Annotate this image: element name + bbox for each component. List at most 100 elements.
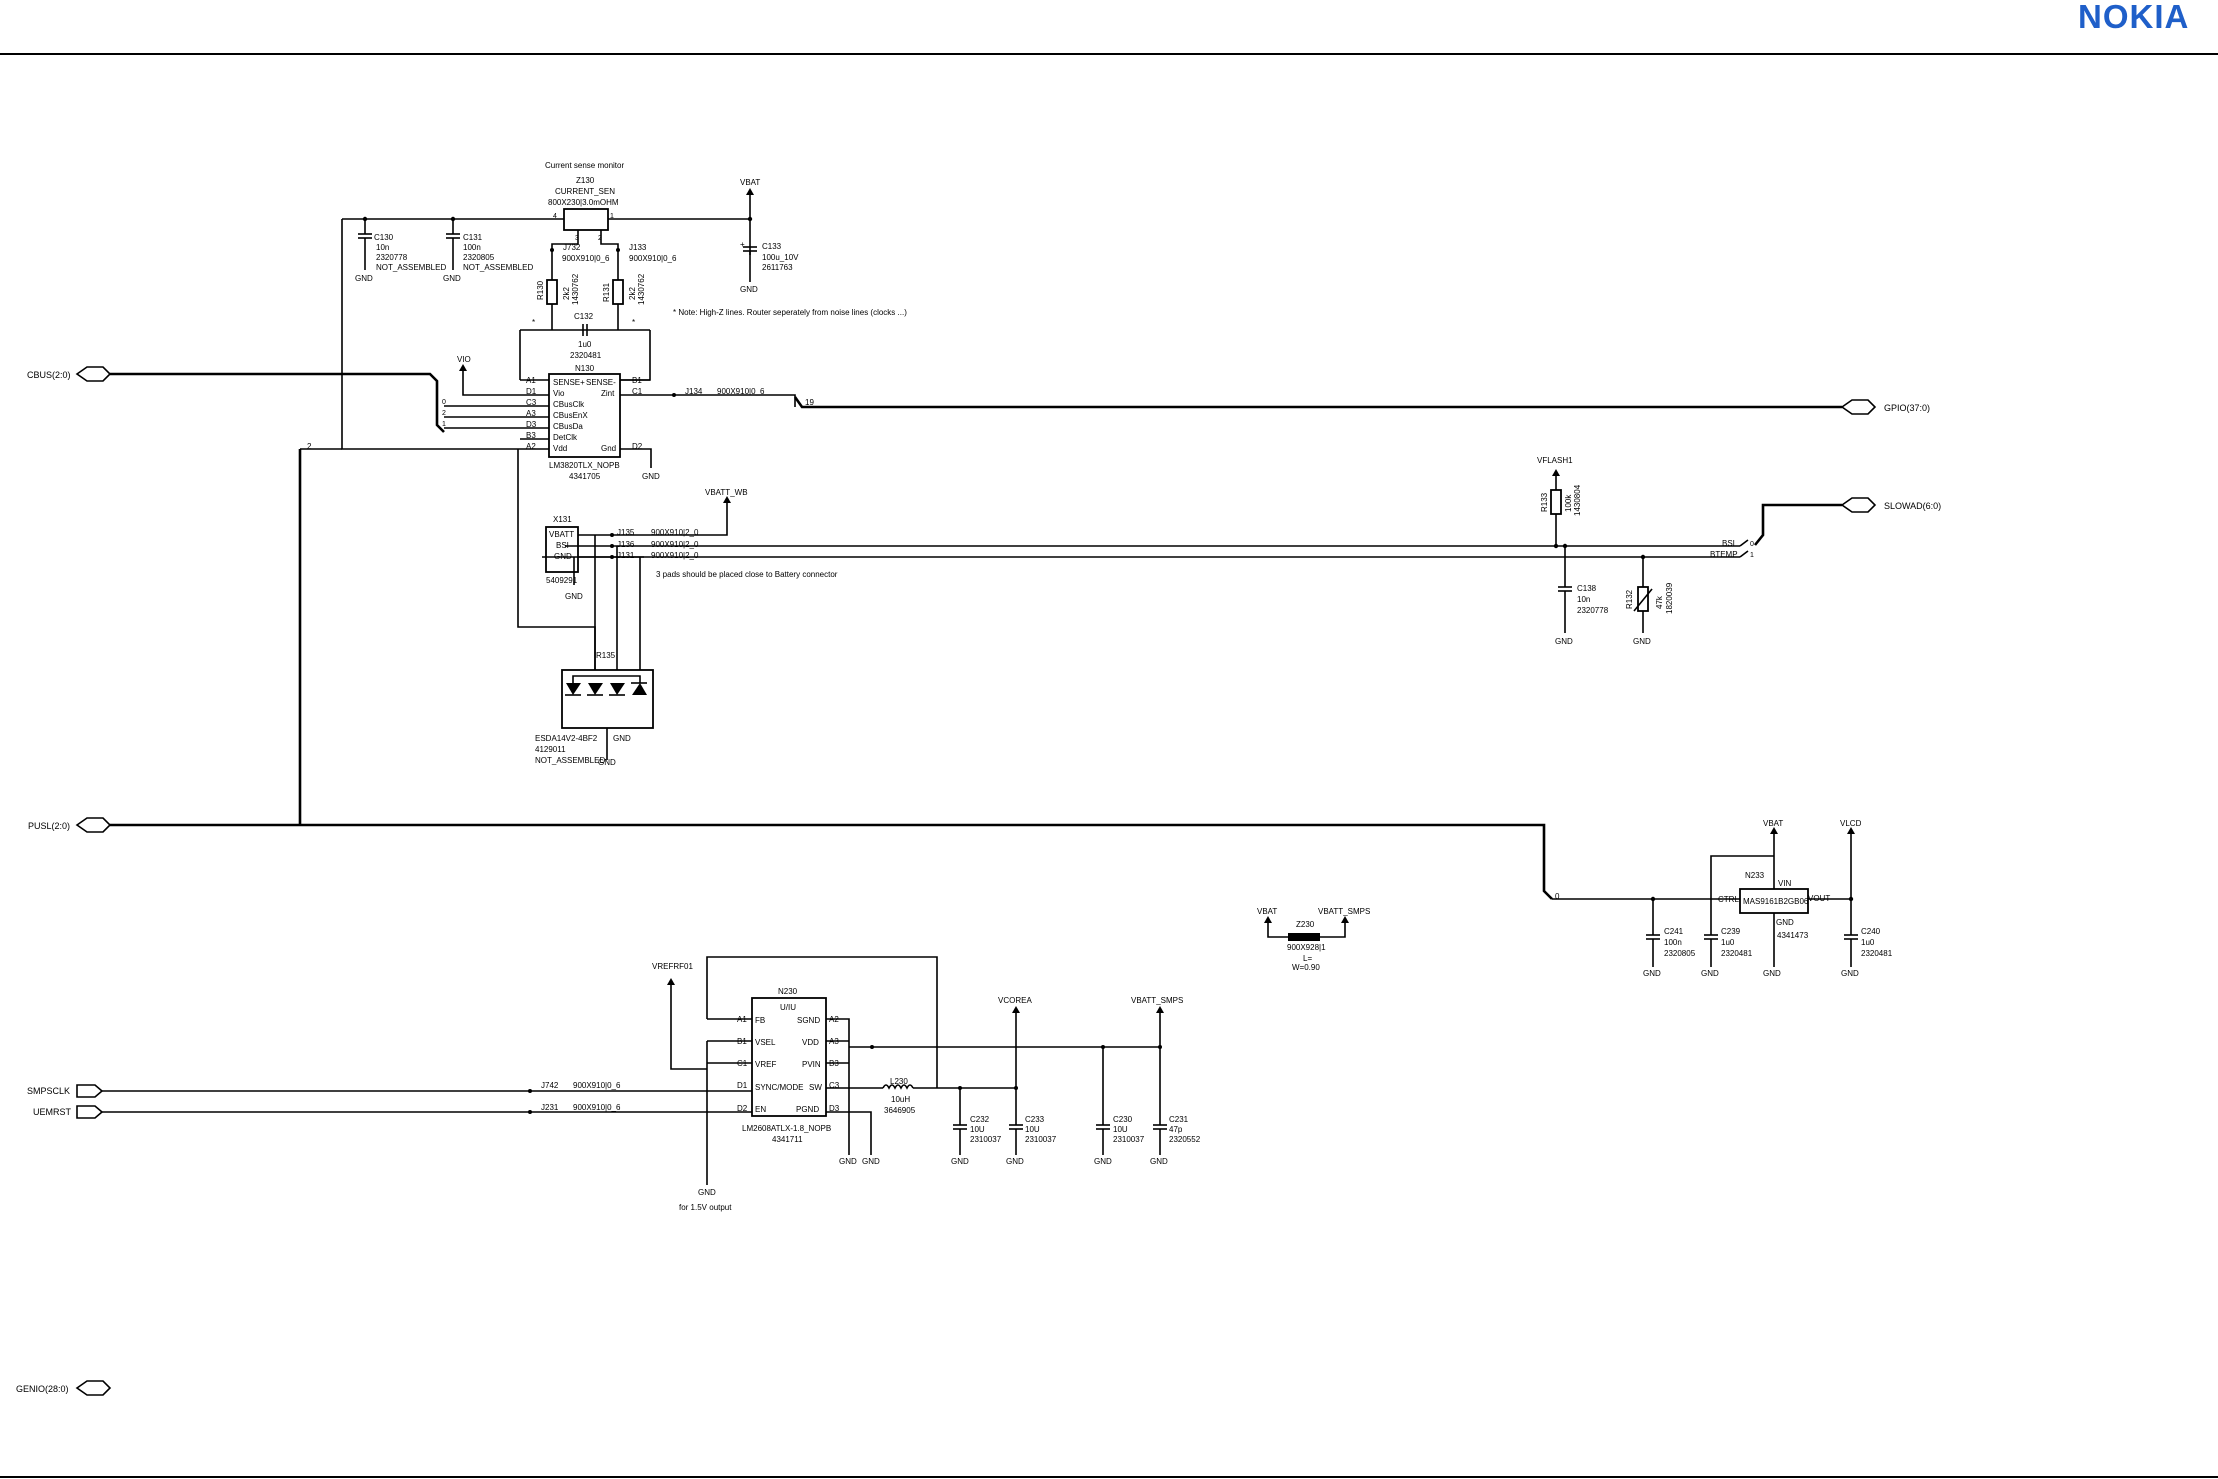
svg-text:2k2: 2k2: [628, 287, 637, 300]
rail-vcorea: VCOREA: [998, 996, 1032, 1005]
svg-text:900X910|0_6: 900X910|0_6: [573, 1081, 621, 1090]
capacitor-c130: C130 10n 2320778 NOT_ASSEMBLED GND: [355, 219, 446, 283]
resistor-r130: R130 2k2 1430762: [536, 273, 580, 330]
svg-text:J134: J134: [685, 387, 703, 396]
capacitor-c132: * * C132 2320481 1u0: [532, 312, 635, 360]
svg-text:900X910|0_6: 900X910|0_6: [629, 254, 677, 263]
bus-gpio: [793, 396, 1842, 409]
svg-text:100n: 100n: [1664, 938, 1682, 947]
svg-text:5409291: 5409291: [546, 576, 578, 585]
jumper-j131: J131 900X910|2_0: [617, 551, 699, 560]
jumper-j133: J133 900X910|0_6: [616, 243, 677, 263]
svg-text:SENSE-: SENSE-: [586, 378, 616, 387]
svg-text:Z230: Z230: [1296, 920, 1315, 929]
port-uemrst-label: UEMRST: [33, 1107, 72, 1117]
note-pads: 3 pads should be placed close to Battery…: [656, 570, 838, 579]
svg-text:1u0: 1u0: [578, 340, 592, 349]
svg-text:CBusEnX: CBusEnX: [553, 411, 588, 420]
rail-vbat-n233: VBAT: [1763, 819, 1783, 828]
top-rule: [0, 53, 2218, 55]
cbus-bit-2: 2: [442, 410, 446, 417]
svg-text:2611763: 2611763: [762, 263, 793, 272]
svg-text:MAS9161B2GB06: MAS9161B2GB06: [1743, 897, 1809, 906]
rail-vbatt-wb: VBATT_WB: [705, 488, 748, 497]
port-smpsclk-label: SMPSCLK: [27, 1086, 70, 1096]
svg-text:0: 0: [1555, 892, 1560, 901]
svg-text:U/IU: U/IU: [780, 1003, 796, 1012]
ic-n130: N130 SENSE+ SENSE- Vio Zint CBusClk CBus…: [526, 364, 643, 481]
svg-text:GND: GND: [1555, 637, 1573, 646]
svg-text:Vdd: Vdd: [553, 444, 567, 453]
svg-text:B3: B3: [526, 431, 536, 440]
svg-text:900X910|0_6: 900X910|0_6: [573, 1103, 621, 1112]
port-pusl[interactable]: PUSL(2:0): [28, 817, 112, 833]
port-uemrst[interactable]: UEMRST: [33, 1105, 104, 1119]
svg-text:J231: J231: [541, 1103, 559, 1112]
svg-text:1820039: 1820039: [1665, 582, 1674, 614]
capacitor-c240: C240 1u0 2320481 GND: [1841, 927, 1893, 978]
svg-text:2320778: 2320778: [1577, 606, 1609, 615]
svg-text:4129011: 4129011: [535, 745, 566, 754]
port-smpsclk[interactable]: SMPSCLK: [27, 1084, 104, 1098]
svg-text:2320778: 2320778: [376, 253, 408, 262]
svg-text:GND: GND: [1776, 918, 1794, 927]
svg-text:10U: 10U: [970, 1125, 985, 1134]
svg-text:2k2: 2k2: [562, 287, 571, 300]
svg-text:GND: GND: [565, 592, 583, 601]
svg-text:GND: GND: [839, 1157, 857, 1166]
svg-text:100n: 100n: [463, 243, 481, 252]
svg-text:L230: L230: [890, 1077, 908, 1086]
svg-text:C230: C230: [1113, 1115, 1133, 1124]
svg-text:900X910|2_0: 900X910|2_0: [651, 540, 699, 549]
svg-text:VSEL: VSEL: [755, 1038, 776, 1047]
jumper-j732: J732 900X910|0_6: [550, 243, 610, 263]
jumper-j231: J231 900X910|0_6: [541, 1103, 621, 1112]
svg-text:R133: R133: [1540, 492, 1549, 512]
svg-text:2320805: 2320805: [1664, 949, 1696, 958]
jumper-j135: J135 900X910|2_0: [617, 528, 699, 537]
svg-text:*: *: [632, 318, 635, 327]
svg-text:PVIN: PVIN: [802, 1060, 821, 1069]
capacitor-c138: C138 10n 2320778 GND: [1555, 546, 1609, 646]
svg-text:2310037: 2310037: [970, 1135, 1002, 1144]
svg-text:+: +: [740, 240, 745, 249]
svg-text:C133: C133: [762, 242, 782, 251]
z230-strip: VBAT VBATT_SMPS Z230 900X928|1 L= W=0.90: [1257, 907, 1370, 972]
svg-text:A2: A2: [526, 442, 536, 451]
svg-text:J131: J131: [617, 551, 635, 560]
svg-text:CTRL: CTRL: [1718, 895, 1739, 904]
svg-text:J136: J136: [617, 540, 635, 549]
note-output-15: for 1.5V output: [679, 1203, 732, 1212]
svg-text:NOT_ASSEMBLED: NOT_ASSEMBLED: [535, 756, 605, 765]
svg-text:NOT_ASSEMBLED: NOT_ASSEMBLED: [376, 263, 446, 272]
svg-text:10n: 10n: [376, 243, 389, 252]
svg-text:R132: R132: [1625, 589, 1634, 609]
svg-text:10uH: 10uH: [891, 1095, 910, 1104]
svg-text:R130: R130: [536, 280, 545, 300]
svg-text:1430762: 1430762: [571, 273, 580, 305]
rail-vrefrf01: VREFRF01: [652, 962, 693, 971]
ic-n230: N230 U/IU FB VSEL VREF SYNC/MODE EN SGND…: [737, 987, 840, 1144]
connector-x131: X131 VBATT BSI GND 5409291: [545, 515, 579, 585]
svg-text:GND: GND: [862, 1157, 880, 1166]
svg-text:EN: EN: [755, 1105, 766, 1114]
svg-text:3: 3: [575, 235, 579, 242]
svg-text:N230: N230: [778, 987, 798, 996]
svg-text:D2: D2: [737, 1104, 748, 1113]
svg-text:N130: N130: [575, 364, 595, 373]
svg-text:GND: GND: [598, 758, 616, 767]
inductor-l230: L230 10uH 3646905: [882, 1077, 916, 1115]
svg-text:1u0: 1u0: [1861, 938, 1875, 947]
svg-text:D3: D3: [526, 420, 537, 429]
svg-text:X131: X131: [553, 515, 572, 524]
svg-text:2320552: 2320552: [1169, 1135, 1201, 1144]
port-cbus[interactable]: CBUS(2:0): [27, 366, 112, 382]
svg-text:C232: C232: [970, 1115, 990, 1124]
port-genio[interactable]: GENIO(28:0): [16, 1380, 112, 1396]
svg-text:*: *: [532, 318, 535, 327]
svg-text:NOT_ASSEMBLED: NOT_ASSEMBLED: [463, 263, 533, 272]
port-slowad[interactable]: SLOWAD(6:0): [1840, 497, 1941, 513]
port-pusl-label: PUSL(2:0): [28, 821, 70, 831]
port-gpio[interactable]: GPIO(37:0): [1840, 399, 1930, 415]
svg-text:C240: C240: [1861, 927, 1881, 936]
